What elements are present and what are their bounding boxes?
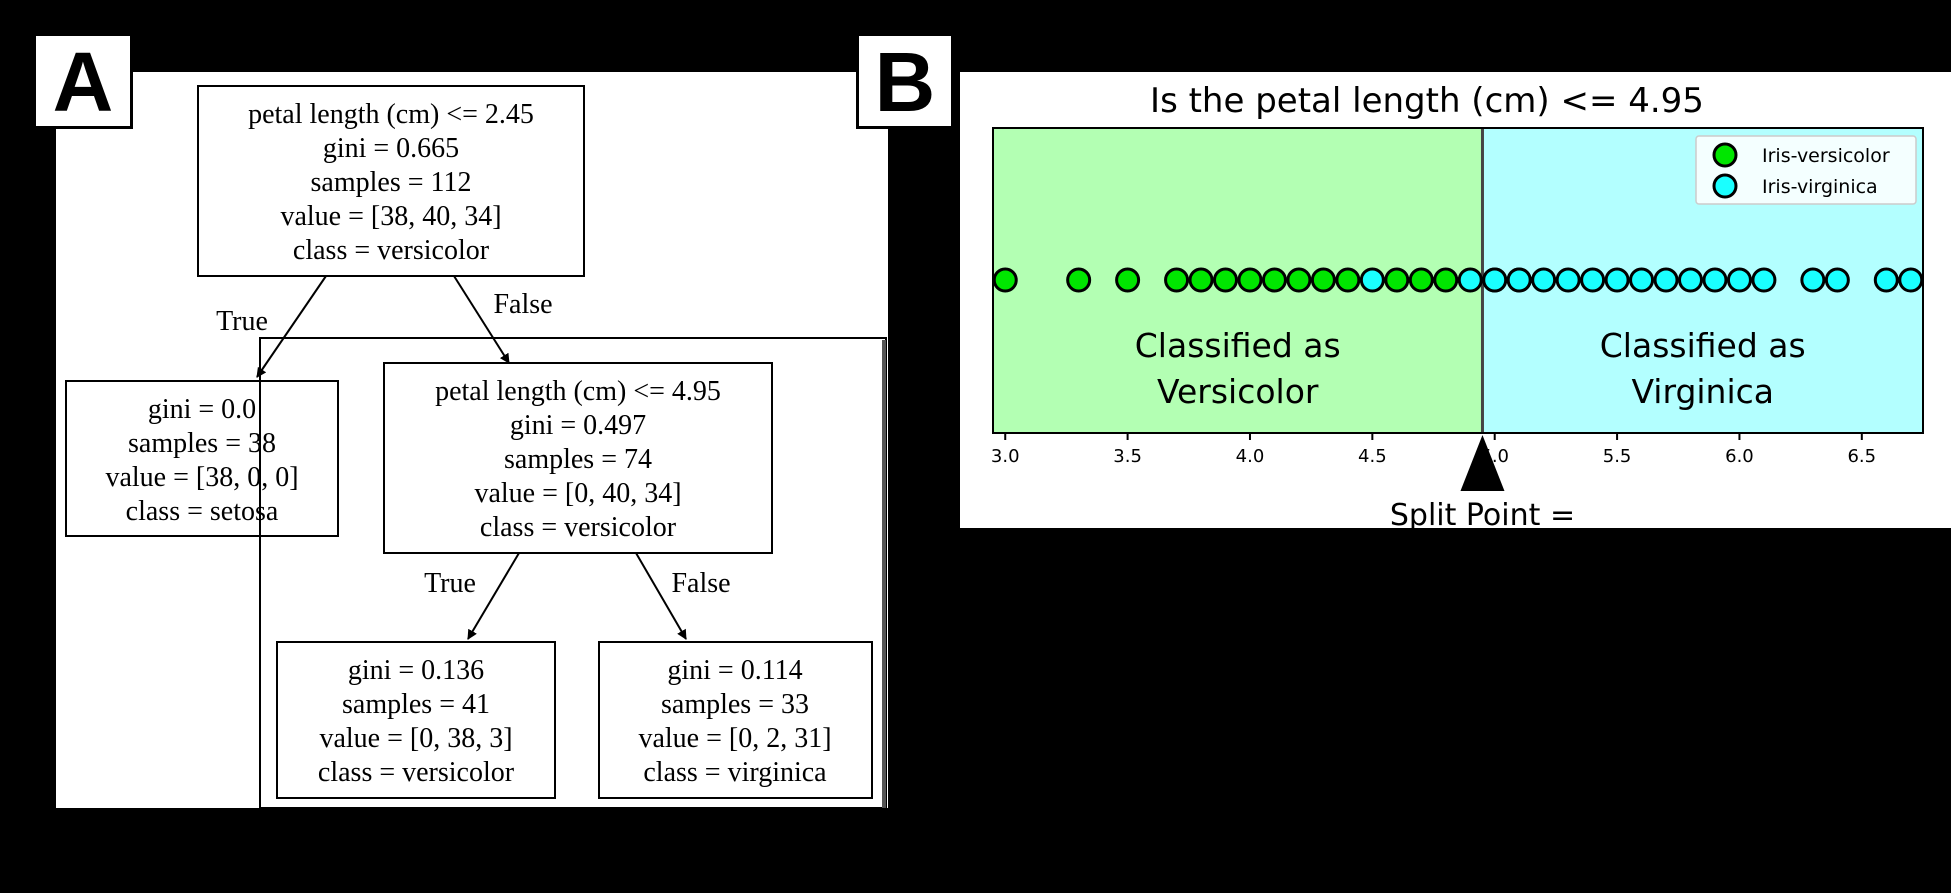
node-line: value = [0, 40, 34] bbox=[474, 478, 681, 509]
node-line: class = versicolor bbox=[318, 757, 515, 788]
virginica-point bbox=[1555, 267, 1581, 293]
region-label: Versicolor bbox=[1157, 372, 1319, 411]
split-chart-svg: Is the petal length (cm) <= 4.95 Classif… bbox=[991, 81, 1924, 528]
edge-root-to-setosa bbox=[256, 275, 327, 378]
split-point-marker bbox=[1460, 435, 1505, 491]
versicolor-point bbox=[1261, 267, 1287, 293]
node-line: class = versicolor bbox=[293, 235, 490, 266]
versicolor-point bbox=[1384, 267, 1410, 293]
node-line: samples = 41 bbox=[342, 689, 490, 720]
legend-label: Iris-versicolor bbox=[1762, 145, 1890, 167]
decision-tree-svg: True False True False petal length (cm) … bbox=[65, 85, 887, 809]
virginica-point bbox=[1531, 267, 1557, 293]
node-line: value = [38, 40, 34] bbox=[280, 201, 501, 232]
versicolor-point bbox=[1115, 267, 1141, 293]
tree-node-split2: petal length (cm) <= 4.95 gini = 0.497 s… bbox=[383, 362, 773, 554]
x-tick-label: 4.0 bbox=[1236, 446, 1265, 467]
versicolor-point bbox=[1286, 267, 1312, 293]
edge-label-root-true: True bbox=[216, 306, 268, 337]
virginica-point bbox=[1898, 267, 1924, 293]
legend-marker bbox=[1712, 142, 1738, 168]
versicolor-point bbox=[1213, 267, 1238, 293]
chart-title: Is the petal length (cm) <= 4.95 bbox=[1150, 81, 1704, 121]
virginica-point bbox=[1482, 267, 1508, 293]
virginica-point bbox=[1359, 267, 1385, 293]
decision-tree-panel: True False True False petal length (cm) … bbox=[56, 72, 888, 809]
virginica-point bbox=[1726, 267, 1752, 293]
panel-b-label: B bbox=[856, 33, 954, 129]
versicolor-point bbox=[1066, 267, 1092, 293]
virginica-point bbox=[1580, 267, 1606, 293]
versicolor-point bbox=[1335, 267, 1361, 293]
versicolor-point bbox=[1164, 267, 1190, 293]
virginica-point bbox=[1506, 267, 1532, 293]
virginica-point bbox=[1702, 267, 1728, 293]
region-label: Virginica bbox=[1631, 372, 1774, 411]
versicolor-point bbox=[1408, 267, 1434, 293]
virginica-point bbox=[1824, 267, 1850, 293]
x-tick-label: 6.5 bbox=[1847, 446, 1876, 467]
virginica-point bbox=[1751, 267, 1777, 293]
legend-label: Iris-virginica bbox=[1762, 176, 1878, 198]
versicolor-point bbox=[1310, 267, 1336, 293]
edge-label-root-false: False bbox=[493, 289, 552, 320]
edge-split2-to-versicolor bbox=[467, 552, 520, 640]
node-line: petal length (cm) <= 4.95 bbox=[435, 376, 721, 407]
node-line: samples = 112 bbox=[311, 167, 472, 198]
versicolor-point bbox=[1237, 267, 1263, 293]
edge-split2-to-virginica bbox=[635, 552, 687, 640]
node-line: value = [38, 0, 0] bbox=[105, 462, 298, 493]
tree-node-root: petal length (cm) <= 2.45 gini = 0.665 s… bbox=[197, 85, 585, 277]
versicolor-point bbox=[992, 267, 1018, 293]
virginica-point bbox=[1678, 267, 1703, 293]
split-chart-panel: Is the petal length (cm) <= 4.95 Classif… bbox=[960, 72, 1951, 528]
x-tick-label: 3.5 bbox=[1113, 446, 1142, 467]
virginica-point bbox=[1604, 267, 1630, 293]
virginica-point bbox=[1629, 267, 1655, 293]
x-tick-label: 4.5 bbox=[1358, 446, 1387, 467]
legend-box bbox=[1695, 135, 1917, 205]
node-line: petal length (cm) <= 2.45 bbox=[248, 99, 534, 130]
virginica-point bbox=[1800, 267, 1826, 293]
versicolor-point bbox=[1433, 267, 1459, 293]
node-line: value = [0, 38, 3] bbox=[319, 723, 512, 754]
virginica-point bbox=[1873, 267, 1899, 293]
node-line: samples = 33 bbox=[661, 689, 809, 720]
node-line: gini = 0.136 bbox=[348, 655, 484, 686]
tree-node-versicolor-leaf: gini = 0.136 samples = 41 value = [0, 38… bbox=[276, 641, 556, 799]
edge-label-split2-true: True bbox=[424, 568, 476, 599]
region-label: Classified as bbox=[1600, 326, 1806, 365]
node-line: gini = 0.665 bbox=[323, 133, 459, 164]
node-line: gini = 0.497 bbox=[510, 410, 646, 441]
node-line: samples = 38 bbox=[128, 428, 276, 459]
node-line: gini = 0.114 bbox=[667, 655, 802, 686]
x-tick-label: 6.0 bbox=[1725, 446, 1754, 467]
split-point-caption: Split Point = bbox=[1390, 498, 1575, 528]
tree-node-virginica-leaf: gini = 0.114 samples = 33 value = [0, 2,… bbox=[598, 641, 873, 799]
node-line: value = [0, 2, 31] bbox=[638, 723, 831, 754]
legend-marker bbox=[1712, 173, 1738, 199]
tree-node-setosa-leaf: gini = 0.0 samples = 38 value = [38, 0, … bbox=[65, 380, 339, 537]
plot-frame bbox=[992, 127, 1924, 434]
node-line: gini = 0.0 bbox=[148, 394, 256, 425]
x-tick-label: 5.5 bbox=[1603, 446, 1632, 467]
node-line: class = versicolor bbox=[480, 512, 677, 543]
panel-a-label: A bbox=[33, 33, 133, 129]
edge-root-to-split2 bbox=[453, 275, 510, 364]
virginica-point bbox=[1457, 267, 1483, 293]
versicolor-point bbox=[1188, 267, 1214, 293]
virginica-point bbox=[1653, 267, 1679, 293]
node-line: samples = 74 bbox=[504, 444, 652, 475]
edge-label-split2-false: False bbox=[671, 568, 730, 599]
x-tick-label: 3.0 bbox=[991, 446, 1020, 467]
node-line: class = setosa bbox=[126, 496, 279, 527]
region-label: Classified as bbox=[1135, 326, 1341, 365]
node-line: class = virginica bbox=[643, 757, 827, 788]
